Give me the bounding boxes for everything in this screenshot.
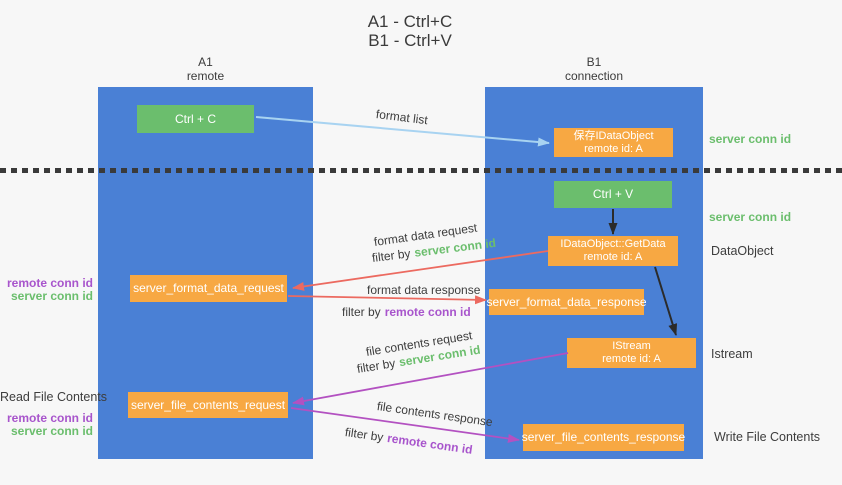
label-file-contents-response: file contents response <box>376 399 494 430</box>
annotation-write-file-contents: Write File Contents <box>714 430 821 444</box>
node-idataobject-getdata: IDataObject::GetData remote id: A <box>548 236 678 266</box>
lane-header-a1: A1 remote <box>98 55 313 83</box>
annotation-istream: Istream <box>711 347 753 361</box>
title-line-2: B1 - Ctrl+V <box>368 31 452 50</box>
annotation-read-file-contents: Read File Contents <box>0 390 108 404</box>
annotation-server-conn-id: server conn id <box>10 289 93 303</box>
annotation-server-conn-id-top: server conn id <box>709 132 792 146</box>
node-server-format-data-response-label: server_format_data_response <box>486 294 647 309</box>
node-server-file-contents-response: server_file_contents_response <box>521 424 686 451</box>
dotted-divider <box>0 168 842 173</box>
node-ctrl-v-label: Ctrl + V <box>592 187 634 201</box>
lane-b1-subtitle: connection <box>564 69 624 83</box>
node-istream-line1: IStream <box>612 340 651 352</box>
filter-by-text: filter by <box>371 246 412 265</box>
annotation-server-conn-id-mid: server conn id <box>709 210 792 224</box>
diagram-title: A1 - Ctrl+C B1 - Ctrl+V <box>320 12 500 50</box>
node-save-dataobject-line1: 保存IDataObject <box>573 129 654 142</box>
node-idataobject-getdata-line1: IDataObject::GetData <box>560 238 666 250</box>
node-save-dataobject-line2: remote id: A <box>584 142 643 155</box>
lane-header-b1: B1 connection <box>485 55 703 83</box>
title-line-1: A1 - Ctrl+C <box>367 12 453 31</box>
node-idataobject-getdata-line2: remote id: A <box>583 251 643 263</box>
annotation-remote-conn-id: remote conn id <box>6 276 93 290</box>
node-ctrl-c-label: Ctrl + C <box>174 111 216 126</box>
node-save-dataobject: 保存IDataObject remote id: A <box>554 128 673 157</box>
remote-conn-id-text: remote conn id <box>384 305 471 319</box>
node-server-format-data-request-label: server_format_data_request <box>133 281 284 295</box>
node-istream-line2: remote id: A <box>602 353 661 365</box>
annotation-conn-ids-file: remote conn id server conn id <box>0 412 93 438</box>
filter-by-text: filter by <box>355 356 397 376</box>
node-istream: IStream remote id: A <box>567 338 696 368</box>
filter-by-text: filter by <box>344 425 385 445</box>
lane-a1-name: A1 <box>198 55 213 69</box>
node-server-format-data-response: server_format_data_response <box>486 289 647 315</box>
annotation-server-conn-id: server conn id <box>10 424 93 438</box>
node-server-file-contents-request-label: server_file_contents_request <box>130 397 286 412</box>
node-ctrl-v: Ctrl + V <box>554 181 672 208</box>
annotation-remote-conn-id: remote conn id <box>6 411 93 425</box>
label-format-list: format list <box>375 107 429 128</box>
label-format-data-response: format data response <box>367 283 481 297</box>
lane-b1-name: B1 <box>586 55 602 69</box>
node-server-format-data-request: server_format_data_request <box>130 275 287 302</box>
filter-by-text: filter by <box>342 305 381 319</box>
node-ctrl-c: Ctrl + C <box>137 105 254 133</box>
remote-conn-id-text: remote conn id <box>386 431 474 457</box>
annotation-conn-ids-format: remote conn id server conn id <box>0 277 93 303</box>
annotation-dataobject: DataObject <box>711 244 774 258</box>
lane-a1-subtitle: remote <box>186 69 225 83</box>
node-server-file-contents-request: server_file_contents_request <box>128 392 288 418</box>
node-server-file-contents-response-label: server_file_contents_response <box>521 430 686 444</box>
